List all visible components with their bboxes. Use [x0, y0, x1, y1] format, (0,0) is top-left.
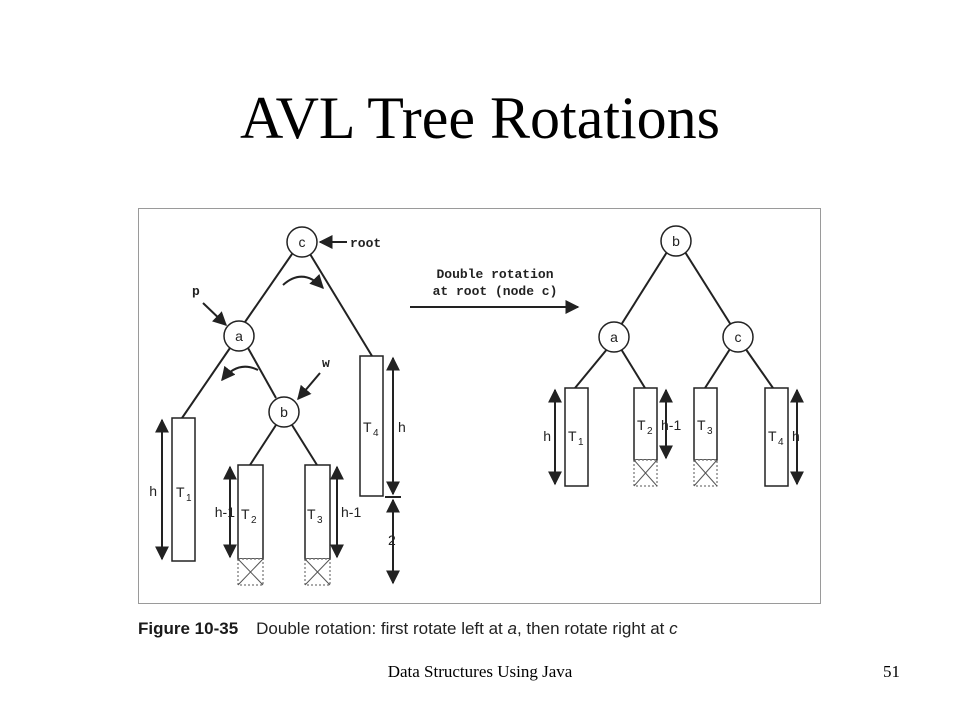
p-pointer-arrow [202, 302, 228, 326]
rotate-right-arc [282, 274, 324, 290]
node-a-left: a [223, 320, 255, 352]
subtree-t4-left: T 4 h 2 [359, 355, 406, 585]
t1-label: T [176, 484, 185, 500]
subtree-t3-left: T 3 h-1 [304, 464, 361, 586]
caption-mid: , then rotate right at [516, 619, 665, 638]
node-b-right: b [660, 225, 692, 257]
t3-sub: 3 [317, 515, 323, 526]
subtree-t1-left: T 1 h [149, 417, 196, 562]
root-pointer-label: root [350, 236, 381, 251]
node-a-label: a [235, 328, 243, 344]
edge-c-t3 [704, 348, 731, 389]
caption-var-c: c [669, 619, 678, 638]
t1-height: h [543, 428, 551, 444]
t4-height: h [398, 419, 406, 435]
t1-height: h [149, 483, 157, 499]
edge-b-t3 [291, 424, 318, 466]
node-a-label: a [610, 329, 618, 345]
w-pointer-label: w [322, 356, 330, 371]
t4-label: T [363, 419, 372, 435]
page-number: 51 [883, 662, 900, 681]
extra-height: 2 [388, 532, 396, 548]
arrow-line2: at root (node c) [433, 284, 558, 299]
edge-a-t2 [620, 348, 646, 389]
right-tree [574, 251, 774, 389]
figure-caption: Figure 10-35 Double rotation: first rotat… [138, 619, 838, 639]
node-a-right: a [598, 321, 630, 353]
edge-c-t4 [309, 253, 373, 357]
t3-sub: 3 [707, 426, 713, 437]
t1-sub: 1 [186, 493, 192, 504]
t3-label: T [697, 417, 706, 433]
subtree-t1-right: T 1 h [543, 387, 589, 487]
t2-label: T [637, 417, 646, 433]
node-c-left: c [286, 226, 318, 258]
subtree-t2-right: T 2 h-1 [633, 387, 681, 487]
left-tree [181, 253, 373, 466]
node-c-right: c [722, 321, 754, 353]
subtree-t3-right: T 3 [693, 387, 718, 487]
node-b-left: b [268, 396, 300, 428]
edge-a-b [247, 347, 277, 399]
t2-height: h-1 [661, 417, 681, 433]
t3-label: T [307, 506, 316, 522]
p-pointer-label: p [192, 284, 200, 299]
caption-text: Double rotation: first rotate left at [256, 619, 503, 638]
t2-height: h-1 [215, 504, 235, 520]
edge-b-t2 [249, 424, 277, 466]
figure-frame [138, 208, 821, 604]
node-c-label: c [735, 329, 742, 345]
node-c-label: c [299, 234, 306, 250]
t2-sub: 2 [251, 515, 257, 526]
t1-label: T [568, 428, 577, 444]
t2-label: T [241, 506, 250, 522]
slide-title: AVL Tree Rotations [239, 85, 721, 151]
subtree-t4-right: T 4 h [764, 387, 804, 487]
t3-height: h-1 [341, 504, 361, 520]
t4-sub: 4 [778, 437, 784, 448]
edge-b-a [620, 251, 668, 326]
t4-label: T [768, 428, 777, 444]
t1-sub: 1 [578, 437, 584, 448]
footer-text: Data Structures Using Java [387, 662, 573, 681]
double-rotation-arrow: Double rotation at root (node c) [410, 267, 580, 314]
node-b-label: b [280, 404, 288, 420]
edge-c-a [244, 253, 293, 323]
edge-a-t1 [574, 347, 609, 389]
caption-var-a: a [507, 619, 517, 638]
arrow-line1: Double rotation [436, 267, 553, 282]
edge-c-t4 [744, 347, 774, 389]
t4-sub: 4 [373, 428, 379, 439]
edge-a-t1 [181, 347, 231, 419]
caption-label: Figure 10-35 [138, 619, 239, 638]
node-b-label: b [672, 233, 680, 249]
rotate-left-arc [221, 365, 259, 382]
t4-height: h [792, 428, 800, 444]
subtree-t2-left: T 2 h-1 [215, 464, 264, 586]
edge-b-c [684, 251, 732, 326]
w-pointer-arrow [297, 372, 321, 401]
t2-sub: 2 [647, 426, 653, 437]
